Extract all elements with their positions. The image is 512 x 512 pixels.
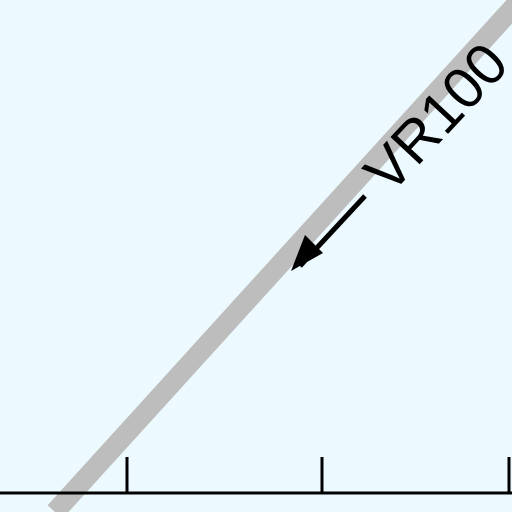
- direction-arrow-head: [291, 235, 323, 271]
- route-label: VR100: [352, 31, 512, 205]
- route-line: [47, 0, 512, 512]
